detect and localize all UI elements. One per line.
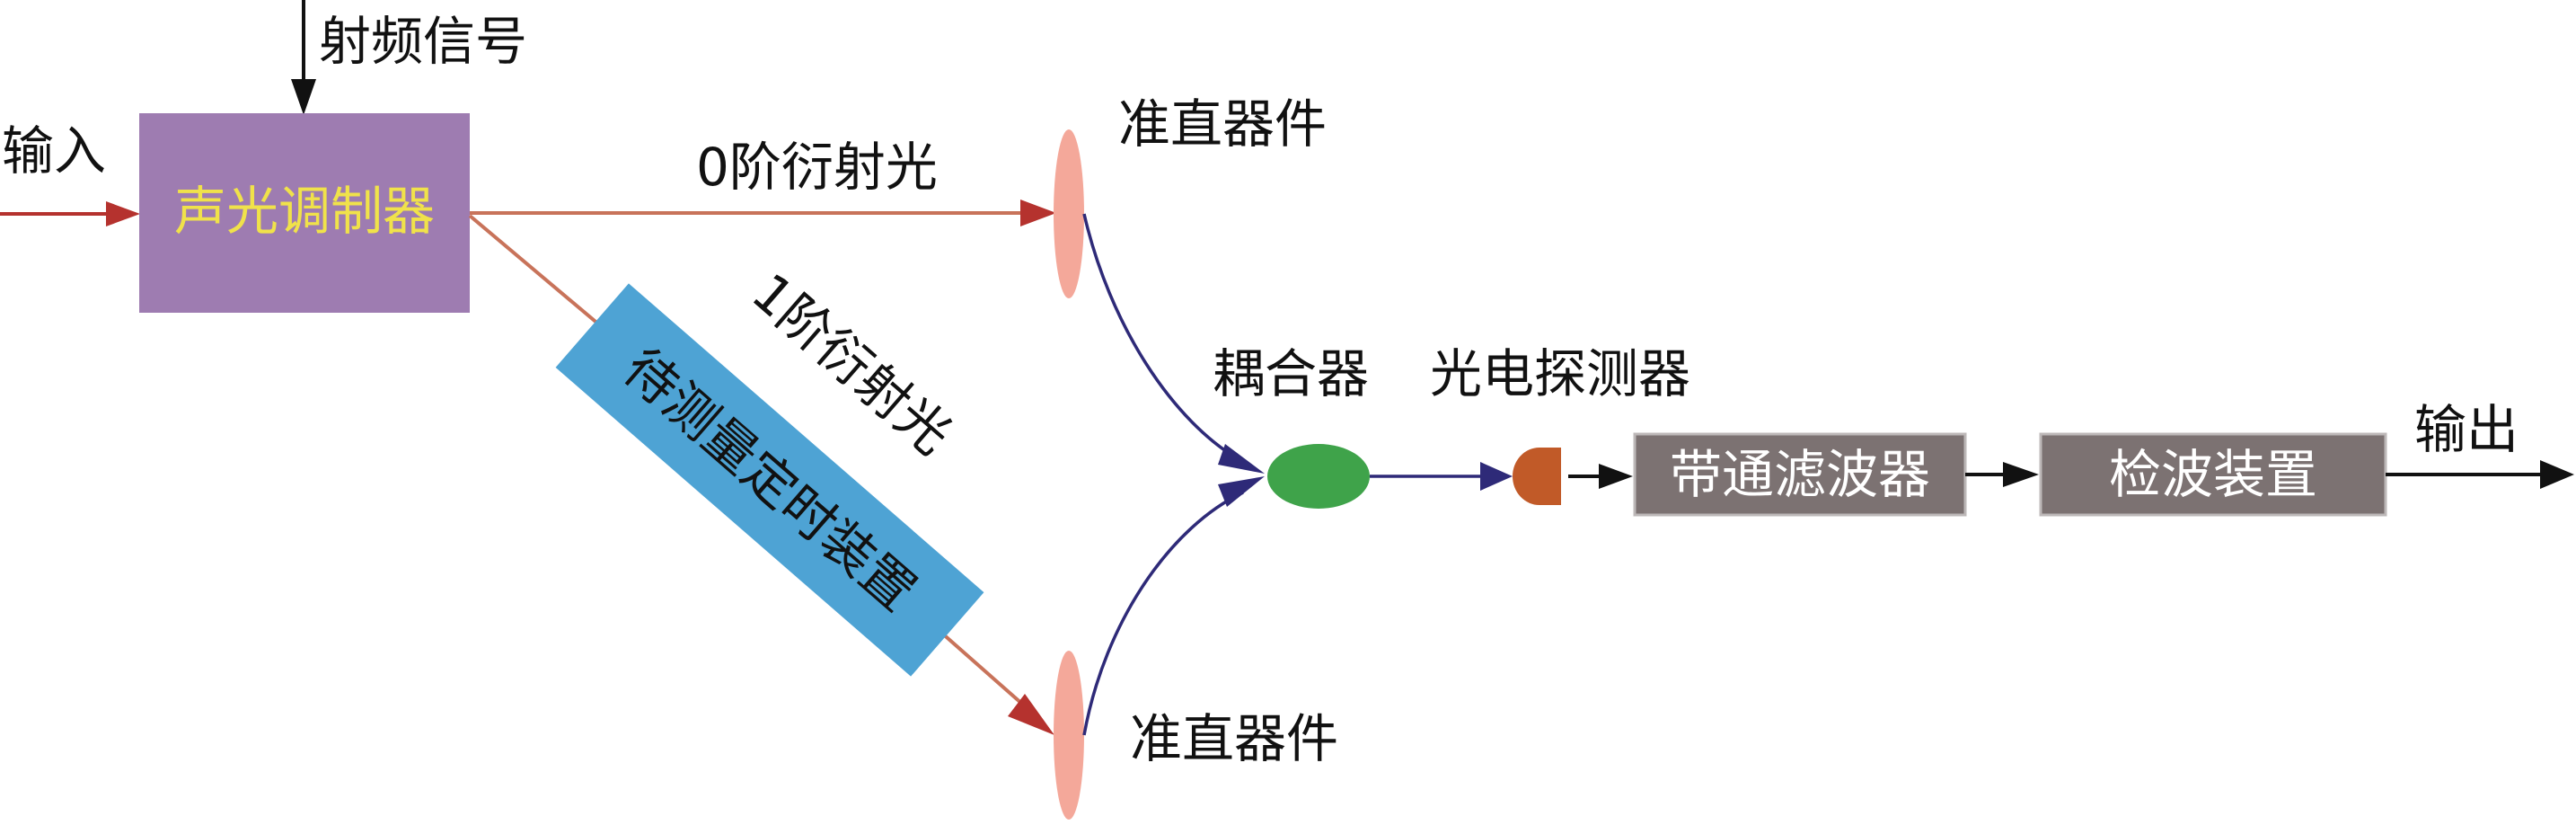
bandpass-filter-label: 带通滤波器: [1670, 444, 1930, 505]
photodetector-label: 光电探测器: [1430, 343, 1690, 404]
aom-block: [139, 113, 470, 313]
collimator-top-label: 准直器件: [1118, 93, 1327, 155]
coupler-shape: [1267, 444, 1370, 509]
rf-signal-label: 射频信号: [319, 11, 527, 72]
zero-order-label: 0阶衍射光: [696, 137, 938, 198]
input-arrowhead: [106, 201, 140, 226]
first-order-beam-upper: [468, 214, 602, 327]
output-label: 输出: [2414, 399, 2519, 460]
collimator-bottom-lens: [1054, 651, 1084, 820]
timing-device-group: 待测量定时装置: [555, 283, 984, 677]
fiber-bottom: [1082, 491, 1244, 736]
fiber-top: [1082, 213, 1244, 464]
coupler-label: 耦合器: [1213, 343, 1369, 404]
collimator-bottom-label: 准直器件: [1130, 708, 1338, 769]
zero-order-arrowhead: [1020, 200, 1056, 226]
first-order-arrowhead: [1008, 694, 1054, 735]
coupler-to-detector-arrowhead: [1480, 462, 1513, 491]
detector-to-filter-arrowhead: [1599, 464, 1633, 489]
filter-to-detection-arrowhead: [2003, 462, 2039, 487]
timing-device-block: [555, 283, 984, 677]
output-arrowhead: [2540, 460, 2574, 489]
fiber-top-arrowhead: [1218, 444, 1265, 474]
fiber-bottom-arrowhead: [1218, 476, 1265, 507]
detection-device-block: [2039, 432, 2387, 517]
input-label: 输入: [2, 120, 106, 182]
detection-device-label: 检波装置: [2109, 444, 2317, 505]
photodetector-shape: [1513, 448, 1561, 505]
bandpass-filter-block: [1633, 432, 1967, 517]
rf-arrowhead: [291, 79, 316, 115]
aom-label: 声光调制器: [174, 181, 435, 242]
collimator-top-lens: [1054, 129, 1084, 298]
